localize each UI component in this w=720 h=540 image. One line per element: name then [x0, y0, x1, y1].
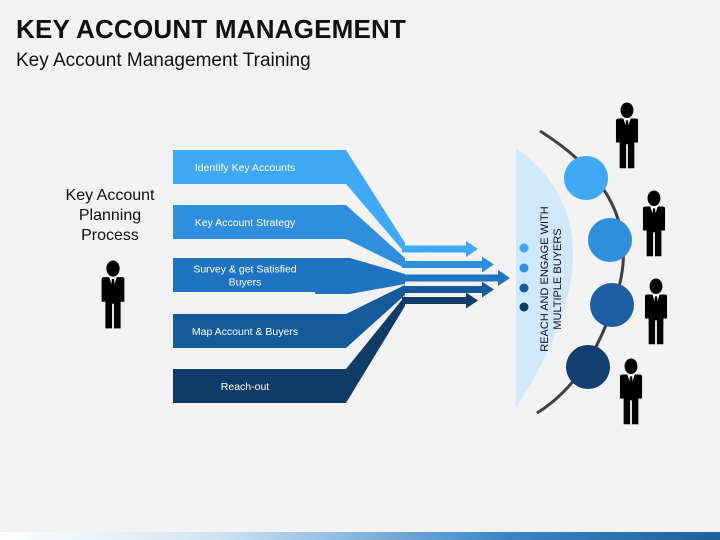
- arrow-right-icon: [402, 292, 478, 309]
- page-title: KEY ACCOUNT MANAGEMENT: [16, 14, 407, 44]
- reach-bullets: [519, 243, 529, 312]
- footer-bar: [0, 532, 720, 540]
- businessman-icon: [615, 102, 639, 169]
- businessman-icon: [619, 358, 643, 425]
- step-box-bg: [173, 205, 317, 239]
- step-box: Map Account & Buyers: [173, 314, 317, 348]
- businessman-icon: [644, 278, 668, 345]
- buyer-circle: [566, 345, 610, 389]
- buyer-circle: [564, 156, 608, 200]
- stream-1: [315, 150, 405, 253]
- buyer-circle: [590, 283, 634, 327]
- bullet-dot: [519, 283, 529, 293]
- planning-process-label: Key Account Planning Process: [52, 186, 168, 246]
- planning-process-line: Process: [81, 227, 139, 244]
- step-box-bg: [173, 314, 317, 348]
- stream-2: [315, 205, 405, 268]
- bullet-dot: [519, 243, 529, 253]
- arrow-right-icon: [402, 256, 494, 273]
- stream-5: [315, 296, 405, 403]
- funnel-streams: [315, 150, 405, 403]
- step-box-label: Key Account Strategy: [195, 217, 296, 229]
- reach-panel: [516, 148, 573, 408]
- buyer-circle: [588, 218, 632, 262]
- arrow-right-icon: [402, 241, 478, 257]
- reach-label-line: MULTIPLE BUYERS: [552, 228, 564, 329]
- step-box-bg: [173, 369, 317, 403]
- step-box: Reach-out: [173, 369, 317, 403]
- planning-process-line: Key Account: [65, 187, 155, 204]
- businessman-icon: [642, 190, 666, 257]
- bullet-dot: [519, 302, 529, 312]
- buyer-circles: [564, 156, 634, 389]
- arrow-right-icon: [402, 281, 494, 298]
- step-box: Key Account Strategy: [173, 205, 317, 239]
- step-box-label: Map Account & Buyers: [192, 326, 298, 338]
- page-subtitle: Key Account Management Training: [16, 50, 311, 71]
- step-box-label: Buyers: [229, 277, 262, 289]
- funnel-arrows: [402, 241, 510, 309]
- step-box-bg: [173, 258, 317, 292]
- reach-label-line: REACH AND ENGAGE WITH: [539, 206, 551, 352]
- businessman-icon: [101, 260, 125, 329]
- stream-4: [315, 285, 405, 348]
- arrow-right-icon: [402, 270, 510, 286]
- step-box-label: Survey & get Satisfied: [193, 264, 296, 276]
- planning-process-line: Planning: [78, 207, 142, 224]
- step-box: Identify Key Accounts: [173, 150, 317, 184]
- step-box-bg: [173, 150, 317, 184]
- reach-label: REACH AND ENGAGE WITH MULTIPLE BUYERS: [539, 206, 564, 352]
- step-box-label: Identify Key Accounts: [195, 162, 295, 174]
- step-box-label: Reach-out: [221, 381, 270, 393]
- bullet-dot: [519, 263, 529, 273]
- stream-3: [315, 258, 405, 294]
